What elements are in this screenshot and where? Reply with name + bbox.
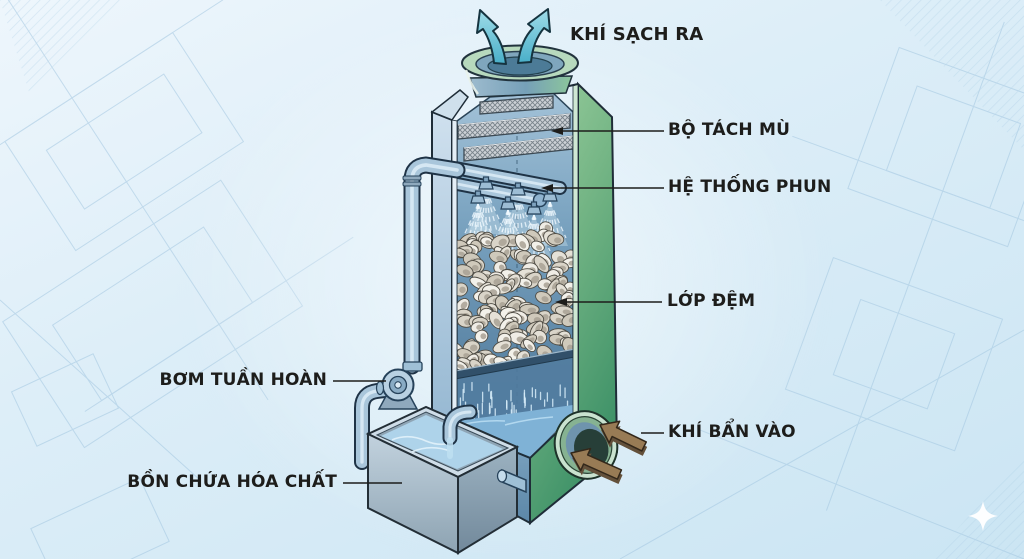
mist-eliminator <box>457 95 574 162</box>
label-mist-eliminator: BỘ TÁCH MÙ <box>668 120 791 140</box>
drain-spout <box>442 404 478 459</box>
label-circulation-pump: BƠM TUẦN HOÀN <box>159 370 327 390</box>
spray-nozzles <box>470 176 558 215</box>
packing-bed <box>456 221 574 372</box>
clean-air-arrows-icon <box>476 8 551 65</box>
tank-to-tower-stub-pipe <box>496 468 527 494</box>
label-packing-layer: LỚP ĐỆM <box>667 291 756 311</box>
tower-left-wall <box>430 89 469 430</box>
label-spray-system: HỆ THỐNG PHUN <box>668 177 832 197</box>
scrubber-tower <box>430 8 619 526</box>
circulation-pump <box>375 361 423 410</box>
recirculation-riser-pipe <box>402 156 466 375</box>
tank-liquid <box>381 415 503 469</box>
leader-spray-system <box>541 184 664 192</box>
label-chemical-tank: BỒN CHỨA HÓA CHẤT <box>127 472 337 492</box>
plate-edge-highlight <box>454 348 576 372</box>
label-clean-air-out: KHÍ SẠCH RA <box>570 24 704 45</box>
sparkle-icon <box>968 501 998 531</box>
sump-ripples <box>464 416 554 426</box>
dirty-air-arrows-icon <box>570 420 648 484</box>
chemical-tank <box>365 405 520 555</box>
leader-lines <box>333 127 664 484</box>
leader-mist-eliminator <box>551 127 664 135</box>
label-dirty-air-in: KHÍ BẨN VÀO <box>668 422 796 442</box>
leader-packing-layer <box>555 298 662 306</box>
spray-system <box>440 161 568 259</box>
spray-headers <box>440 161 567 207</box>
